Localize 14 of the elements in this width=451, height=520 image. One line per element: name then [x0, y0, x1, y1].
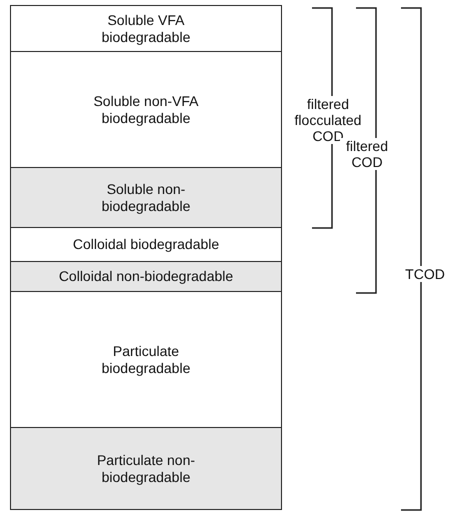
layer-band	[10, 5, 282, 52]
layer-band	[10, 261, 282, 292]
layer-label: Soluble non-VFA biodegradable	[92, 92, 200, 126]
layer-label: Particulate biodegradable	[100, 342, 192, 376]
layer-band	[10, 427, 282, 510]
layer-band	[10, 51, 282, 168]
layer-band	[10, 167, 282, 228]
layer-band	[10, 291, 282, 428]
layer-label: Colloidal biodegradable	[72, 236, 220, 253]
layer-label: Soluble non-biodegradable	[100, 180, 192, 214]
layer-label: Colloidal non-biodegradable	[58, 268, 234, 285]
layer-label: Particulate non-biodegradable	[96, 452, 196, 486]
layer-label: Soluble VFA biodegradable	[100, 12, 192, 46]
layer-band	[10, 227, 282, 262]
